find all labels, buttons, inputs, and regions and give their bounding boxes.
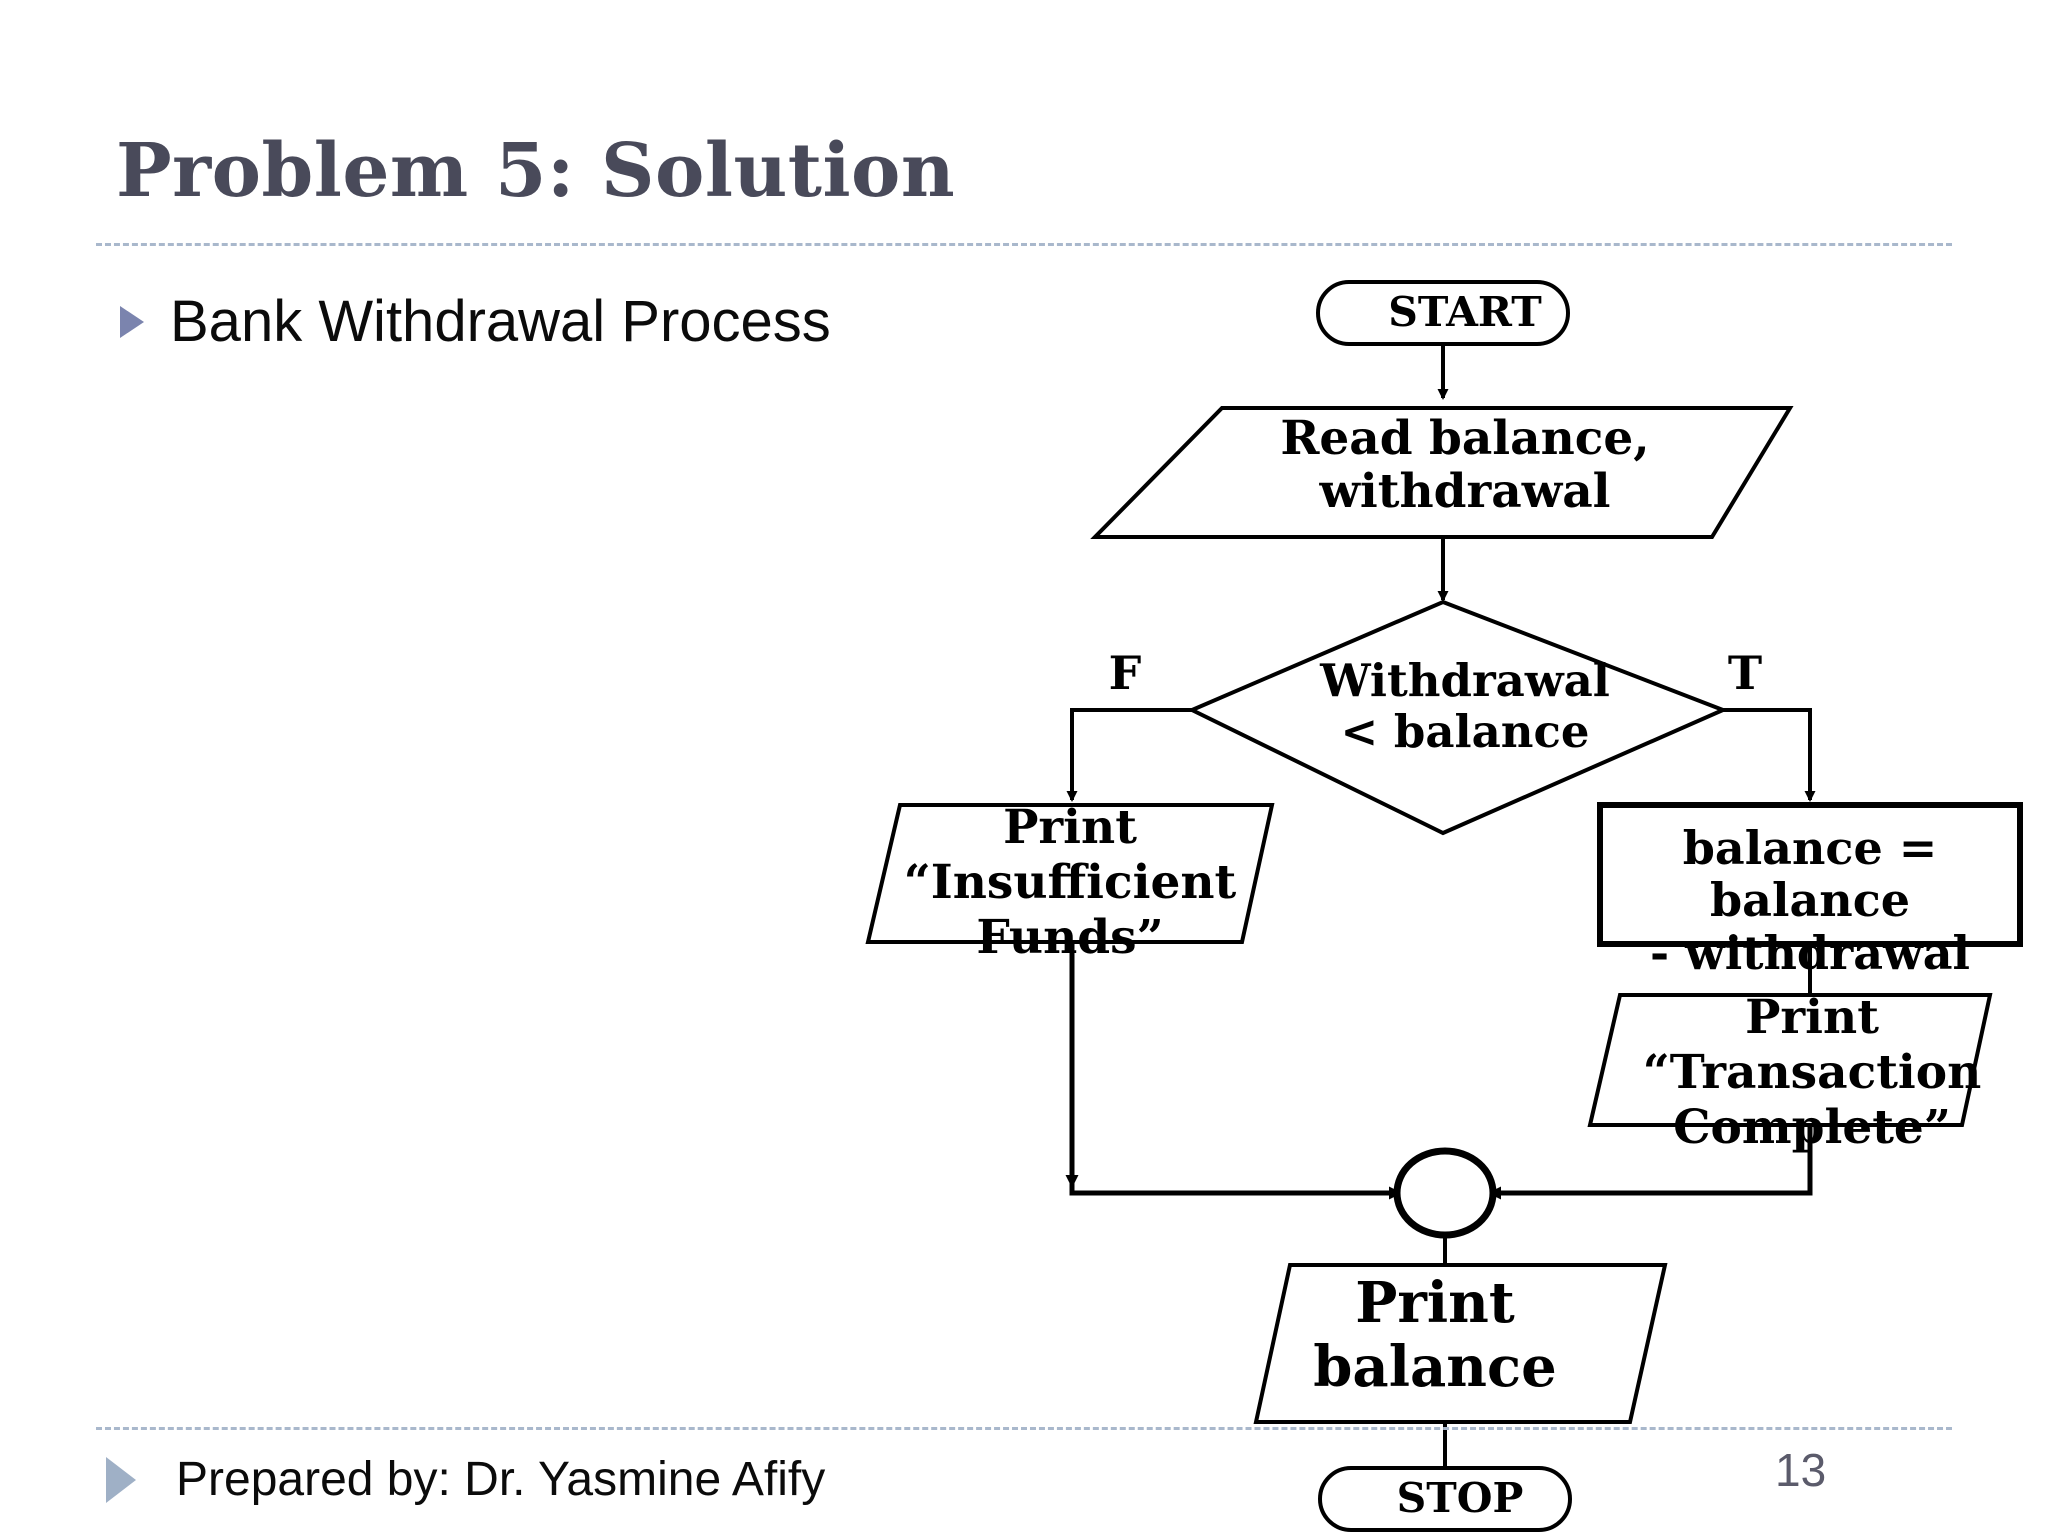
title-divider [96, 243, 1952, 246]
flow-label-start: START [1388, 288, 1542, 336]
flow-label-branch-false: F [1108, 646, 1142, 700]
triangle-right-icon [120, 305, 144, 338]
content-bullet-label: Bank Withdrawal Process [170, 289, 831, 354]
flow-label-printbal: Print balance [1313, 1270, 1557, 1400]
footer-divider [96, 1427, 1952, 1430]
page-number: 13 [1775, 1444, 1827, 1496]
flow-edge-insufficient-merge [1069, 942, 1402, 1200]
flow-label-branch-true: T [1727, 646, 1763, 700]
triangle-right-icon [106, 1456, 136, 1503]
flow-node-merge [1393, 1147, 1497, 1239]
flow-label-decision: Withdrawal < balance [1320, 654, 1610, 759]
flow-edge-true [1723, 708, 1816, 802]
flow-label-insufficient: Print “Insufficient Funds” [903, 800, 1237, 965]
flow-label-complete: Print “Transaction Complete” [1642, 990, 1982, 1155]
flow-label-stop: STOP [1396, 1474, 1524, 1522]
page-title: Problem 5: Solution [116, 128, 956, 214]
flow-label-update: balance = balance - withdrawal [1650, 821, 1970, 980]
content-bullet-row: Bank Withdrawal Process [120, 288, 831, 355]
flow-edge-false [1066, 708, 1192, 802]
flow-label-read: Read balance, withdrawal [1280, 411, 1650, 519]
footer-row: Prepared by: Dr. Yasmine Afify [106, 1452, 825, 1507]
footer-label: Prepared by: Dr. Yasmine Afify [176, 1453, 826, 1506]
